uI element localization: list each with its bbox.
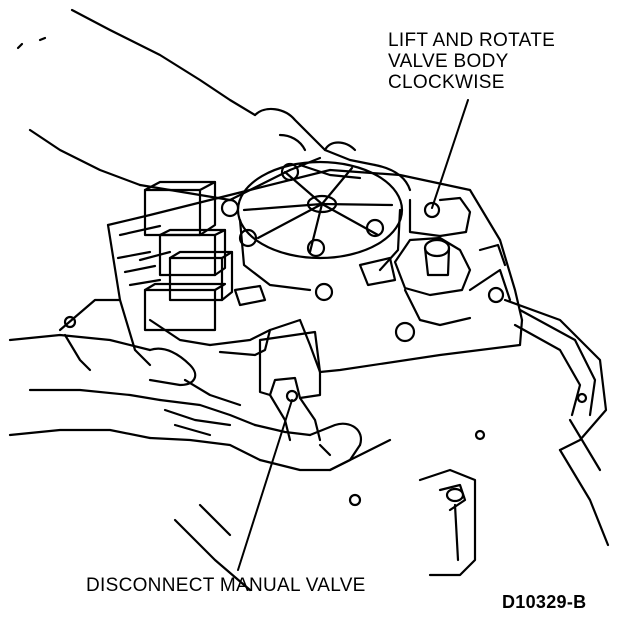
valve-body [106,160,524,442]
transmission-case [58,298,610,592]
callout-top-line-3: CLOCKWISE [388,72,505,93]
callout-top-line-2: VALVE BODY [388,51,509,72]
callout-lift-rotate: LIFT AND ROTATE VALVE BODY CLOCKWISE [388,30,555,93]
callout-disconnect-manual-valve: DISCONNECT MANUAL VALVE [86,575,366,596]
figure-id: D10329-B [502,592,587,612]
callout-top-line-1: LIFT AND ROTATE [388,30,556,51]
lower-hand [8,333,363,472]
leader-line-top [431,99,469,209]
leader-line-bottom [237,399,293,571]
